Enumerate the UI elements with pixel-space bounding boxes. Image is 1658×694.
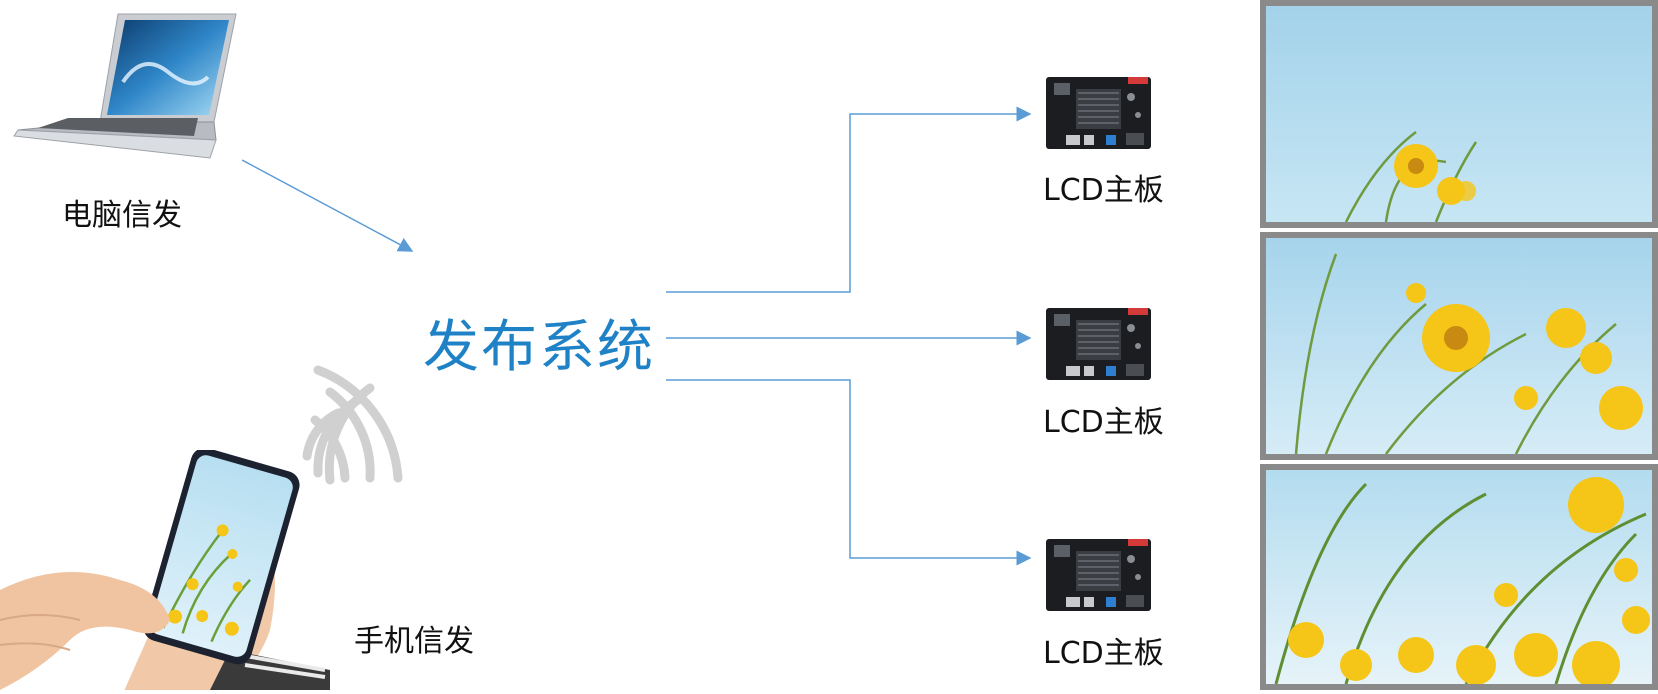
flower-sky-image [1294,253,1643,454]
laptop-arrow [241,159,414,252]
flower-sky-image [1274,477,1650,684]
lcd-board-3 [1046,539,1151,611]
display-panel-3 [1260,464,1658,690]
circuit-board-icon [1046,308,1151,380]
lcd-board-2 [1046,308,1151,380]
lcd-board-1-label: LCD主板 [1043,173,1164,208]
circuit-board-icon [1046,77,1151,149]
display-panel-1 [1260,0,1658,228]
flower-sky-image [1344,131,1478,222]
lcd-board-1 [1046,77,1151,149]
laptop-label: 电脑信发 [62,198,182,233]
phone-hand-icon [0,447,330,694]
circuit-board-icon [1046,539,1151,611]
phone-in-hand [0,447,330,694]
phone-label: 手机信发 [354,624,474,659]
display-panel-2 [1260,232,1658,460]
laptop [8,12,240,164]
lcd-board-2-label: LCD主板 [1043,405,1164,440]
connector-board-1 [666,106,1032,293]
lcd-board-3-label: LCD主板 [1043,636,1164,671]
connector-board-3 [666,379,1032,566]
publish-system-title: 发布系统 [423,315,655,380]
laptop-icon [13,13,237,159]
